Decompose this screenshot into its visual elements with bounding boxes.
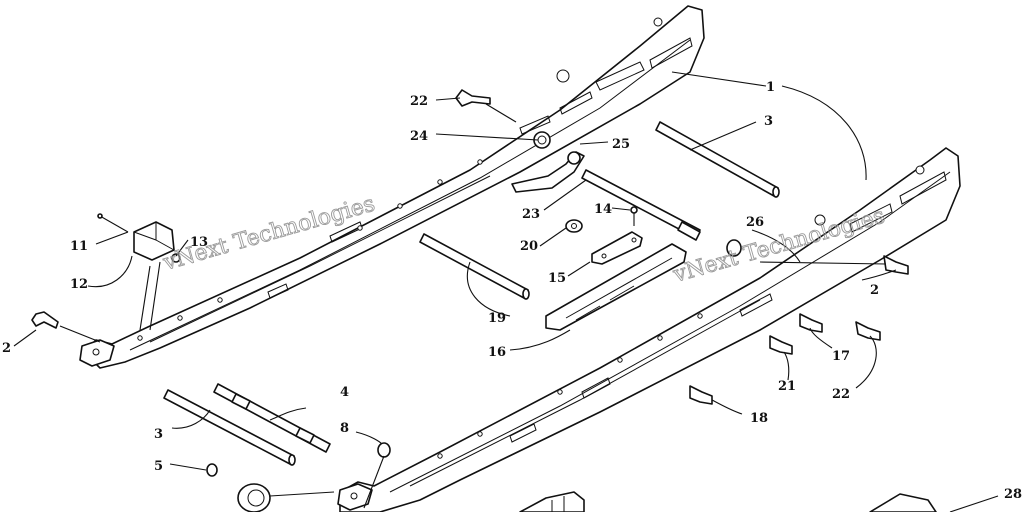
callout-16: 16	[488, 345, 506, 360]
nut-13	[171, 253, 181, 263]
callout-2-right: 2	[870, 283, 879, 298]
callout-5: 5	[154, 459, 163, 474]
callout-19: 19	[488, 311, 506, 326]
block-12	[133, 221, 175, 261]
callout-1: 1	[766, 80, 775, 95]
bracket-15	[591, 231, 643, 265]
nut-5	[206, 463, 218, 477]
callout-3-bottom: 3	[154, 427, 163, 442]
bolt-2-left	[31, 311, 59, 329]
bolt-18	[689, 385, 713, 405]
cross-shaft-rear	[655, 121, 780, 198]
callout-15: 15	[548, 271, 566, 286]
callout-26: 26	[746, 215, 764, 230]
callout-4: 4	[340, 385, 349, 400]
cross-shaft-4	[213, 383, 331, 453]
washer-26	[726, 239, 742, 257]
right-slide-rail	[337, 147, 961, 512]
wheel-partial	[237, 483, 271, 512]
callout-25: 25	[612, 137, 630, 152]
cross-shaft-19	[419, 233, 530, 300]
callout-28: 28	[1004, 487, 1022, 502]
callout-numbers: 1 3 3 2 2 4 5 8 11 12 13 14 15 16 17 18 …	[2, 80, 1022, 502]
callout-22-top: 22	[410, 94, 428, 109]
watermark-left: vNext Technologies	[159, 191, 378, 276]
bolt-17	[799, 313, 823, 333]
callout-22-right: 22	[832, 387, 850, 402]
callout-13: 13	[190, 235, 208, 250]
callout-11: 11	[70, 239, 88, 254]
callout-8: 8	[340, 421, 349, 436]
nut-8	[377, 442, 391, 458]
cross-shaft-front	[163, 389, 296, 466]
left-slide-rail	[79, 5, 705, 369]
watermark-text: vNext Technologies	[160, 191, 378, 276]
bolt-22-top	[455, 89, 491, 107]
lever-bracket	[511, 151, 585, 193]
callout-20: 20	[520, 239, 538, 254]
callout-2-left: 2	[2, 341, 11, 356]
callout-23: 23	[522, 207, 540, 222]
callout-17: 17	[832, 349, 850, 364]
callout-24: 24	[410, 129, 428, 144]
bolt-21	[769, 335, 793, 355]
callout-18: 18	[750, 411, 768, 426]
pin-11	[97, 213, 129, 233]
callout-3-top: 3	[764, 114, 773, 129]
bolt-2-right	[883, 255, 909, 275]
bolt-22-right	[855, 321, 881, 341]
plate-16	[545, 243, 687, 331]
partial-part-bottom-right	[869, 493, 937, 512]
callout-14: 14	[594, 202, 612, 217]
nut-20	[565, 219, 583, 233]
callout-12: 12	[70, 277, 88, 292]
cross-shaft-23	[581, 169, 701, 241]
partial-part-bottom-center	[519, 491, 585, 512]
callout-21: 21	[778, 379, 796, 394]
leader-lines	[13, 71, 999, 512]
screw-14	[630, 206, 638, 226]
